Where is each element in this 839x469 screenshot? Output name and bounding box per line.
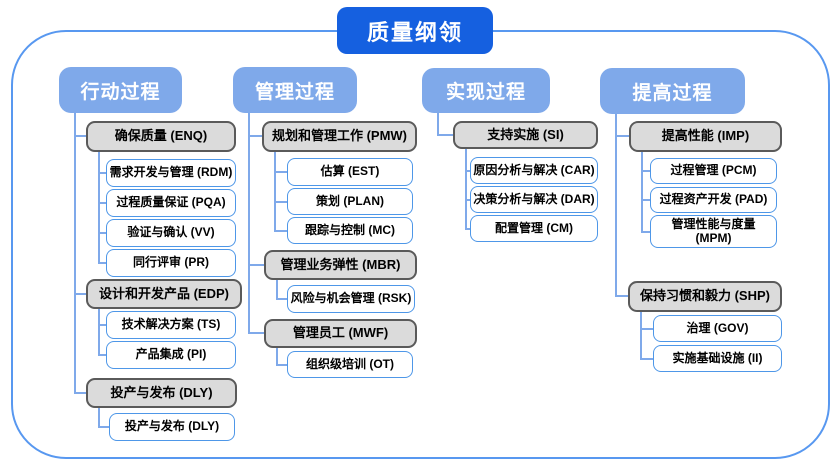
- leaf-box-pcm: 过程管理 (PCM): [650, 158, 777, 184]
- group-box-mwf: 管理员工 (MWF): [264, 319, 417, 348]
- connector-line: [640, 312, 642, 358]
- connector-line: [276, 364, 287, 366]
- group-box-dly: 投产与发布 (DLY): [86, 378, 237, 408]
- connector-line: [74, 135, 87, 137]
- connector-line: [274, 171, 287, 173]
- group-box-pmw: 规划和管理工作 (PMW): [262, 121, 417, 152]
- connector-line: [98, 172, 106, 174]
- connector-line: [248, 113, 250, 334]
- connector-line: [640, 358, 653, 360]
- connector-line: [276, 280, 278, 299]
- connector-line: [437, 113, 439, 135]
- connector-line: [274, 152, 276, 231]
- connector-line: [248, 264, 265, 266]
- leaf-box-cm: 配置管理 (CM): [470, 215, 598, 242]
- connector-line: [640, 328, 653, 330]
- group-box-shp: 保持习惯和毅力 (SHP): [628, 281, 782, 312]
- connector-line: [437, 134, 454, 136]
- connector-line: [98, 309, 100, 355]
- connector-line: [465, 149, 467, 229]
- leaf-box-car: 原因分析与解决 (CAR): [470, 157, 598, 184]
- leaf-box-gov: 治理 (GOV): [653, 315, 782, 342]
- connector-line: [248, 135, 263, 137]
- connector-line: [74, 113, 76, 393]
- leaf-box-mc: 跟踪与控制 (MC): [287, 217, 413, 244]
- group-box-enq: 确保质量 (ENQ): [86, 121, 236, 152]
- connector-line: [274, 201, 287, 203]
- connector-line: [641, 170, 650, 172]
- connector-line: [74, 392, 87, 394]
- leaf-box-est: 估算 (EST): [287, 158, 413, 186]
- column-header-management-process: 管理过程: [233, 67, 357, 113]
- connector-line: [615, 135, 630, 137]
- leaf-box-pqa: 过程质量保证 (PQA): [106, 189, 236, 217]
- diagram-title: 质量纲领: [337, 7, 493, 54]
- leaf-box-pad: 过程资产开发 (PAD): [650, 187, 777, 213]
- connector-line: [74, 293, 87, 295]
- connector-line: [615, 295, 629, 297]
- leaf-box-rdm: 需求开发与管理 (RDM): [106, 159, 236, 187]
- group-box-imp: 提高性能 (IMP): [629, 121, 782, 152]
- connector-line: [98, 152, 100, 263]
- connector-line: [98, 354, 106, 356]
- connector-line: [98, 426, 109, 428]
- connector-line: [98, 202, 106, 204]
- connector-line: [641, 231, 650, 233]
- connector-line: [615, 114, 617, 297]
- leaf-box-dar: 决策分析与解决 (DAR): [470, 186, 598, 213]
- connector-line: [641, 199, 650, 201]
- leaf-box-ii: 实施基础设施 (II): [653, 345, 782, 372]
- connector-line: [98, 408, 100, 427]
- connector-line: [276, 348, 278, 365]
- leaf-box-mpm: 管理性能与度量 (MPM): [650, 215, 777, 248]
- leaf-box-ot: 组织级培训 (OT): [287, 351, 413, 378]
- leaf-box-rsk: 风险与机会管理 (RSK): [287, 285, 415, 313]
- group-box-mbr: 管理业务弹性 (MBR): [264, 250, 417, 280]
- column-header-action-process: 行动过程: [59, 67, 182, 113]
- connector-line: [641, 152, 643, 232]
- connector-line: [98, 262, 106, 264]
- connector-line: [248, 332, 265, 334]
- group-box-edp: 设计和开发产品 (EDP): [86, 279, 242, 309]
- leaf-box-plan: 策划 (PLAN): [287, 188, 413, 215]
- group-box-si: 支持实施 (SI): [453, 121, 598, 149]
- leaf-box-pi: 产品集成 (PI): [106, 341, 236, 369]
- leaf-box-ts: 技术解决方案 (TS): [106, 311, 236, 339]
- column-header-improvement-process: 提高过程: [600, 68, 745, 114]
- connector-line: [465, 170, 470, 172]
- connector-line: [98, 232, 106, 234]
- leaf-box-pr: 同行评审 (PR): [106, 249, 236, 277]
- connector-line: [98, 324, 106, 326]
- leaf-box-dly: 投产与发布 (DLY): [109, 413, 235, 441]
- connector-line: [465, 199, 470, 201]
- column-header-implementation-process: 实现过程: [422, 68, 550, 113]
- connector-line: [465, 228, 470, 230]
- leaf-box-vv: 验证与确认 (VV): [106, 219, 236, 247]
- connector-line: [274, 230, 287, 232]
- connector-line: [276, 298, 287, 300]
